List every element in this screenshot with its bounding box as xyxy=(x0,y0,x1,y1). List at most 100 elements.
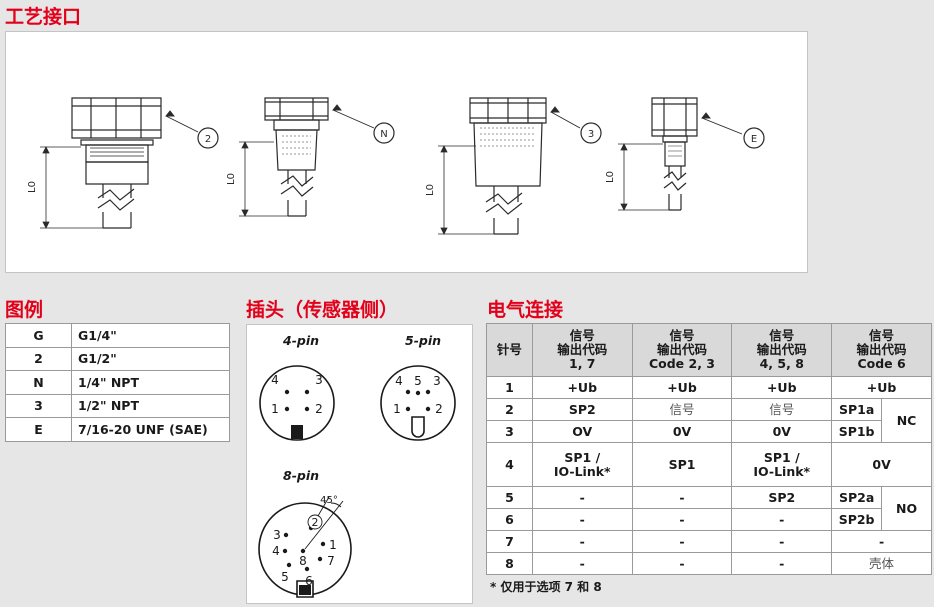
table-row: N 1/4" NPT xyxy=(5,370,230,395)
table-row: 2 G1/2" xyxy=(5,346,230,371)
cell: - xyxy=(631,530,733,553)
plug-heading: 插头（传感器侧） xyxy=(246,299,399,321)
cell: 信号 xyxy=(631,398,733,421)
cell: +Ub xyxy=(531,376,633,399)
cell: - xyxy=(731,508,833,531)
pin4-number: 4 xyxy=(271,373,279,387)
sensor-variant-2 xyxy=(71,97,162,229)
pin8-number: 5 xyxy=(281,570,289,584)
cell: SP2 xyxy=(731,486,833,509)
callout-label-2: 2 xyxy=(205,134,211,145)
callout-circle-3 xyxy=(580,122,602,144)
table-row: G G1/4" xyxy=(5,323,230,348)
cell: - xyxy=(631,552,733,575)
header-line: 信号 xyxy=(669,328,695,343)
header-line: 输出代码 xyxy=(756,342,807,357)
table-row: 6 - - - SP2b xyxy=(486,508,932,531)
sensor-variant-3 xyxy=(469,97,547,235)
cell: 信号 xyxy=(731,398,833,421)
pin4-number: 3 xyxy=(315,373,323,387)
cell: +Ub xyxy=(831,376,932,399)
pin8-number: 4 xyxy=(272,544,280,558)
pinout-drawings: 4 3 1 2 4 5 3 1 2 2 3 8 1 4 7 5 6 45° xyxy=(258,365,456,598)
pin8-number: 1 xyxy=(329,538,337,552)
angle-label: 45° xyxy=(320,495,338,506)
legend-code: N xyxy=(5,370,72,395)
legend-code: 2 xyxy=(5,346,72,371)
pin8-key xyxy=(299,585,311,595)
pin-number: 4 xyxy=(486,442,533,487)
cell: SP1 xyxy=(631,442,733,487)
legend-code: 3 xyxy=(5,393,72,418)
legend-code: G xyxy=(5,323,72,348)
dimension-lines xyxy=(40,141,669,235)
cell-nc: NC xyxy=(881,398,932,443)
legend-table: G G1/4" 2 G1/2" N 1/4" NPT 3 1/2" NPT E … xyxy=(5,323,230,442)
pin4-title: 4-pin xyxy=(283,333,320,348)
pin5-number: 1 xyxy=(393,402,401,416)
legend-thread: 1/4" NPT xyxy=(71,370,230,395)
process-connection-heading: 工艺接口 xyxy=(5,6,82,28)
pin8-title: 8-pin xyxy=(283,468,320,483)
table-row: 1 +Ub +Ub +Ub +Ub xyxy=(486,376,932,399)
cell: +Ub xyxy=(731,376,833,399)
cell: +Ub xyxy=(631,376,733,399)
cell-line: IO-Link* xyxy=(753,463,811,479)
callout-circle-N xyxy=(373,122,395,144)
header-line: 输出代码 xyxy=(856,342,907,357)
table-row: 3 1/2" NPT xyxy=(5,393,230,418)
legend-thread: G1/4" xyxy=(71,323,230,348)
cell: - xyxy=(531,530,633,553)
pin5-number: 3 xyxy=(433,374,441,388)
plug-pinout-panel: 4-pin 5-pin 8-pin xyxy=(246,324,473,604)
callout-circle-2 xyxy=(197,127,219,149)
angle-arc xyxy=(330,502,342,508)
pin4-number: 1 xyxy=(271,402,279,416)
pin-number: 8 xyxy=(486,552,533,575)
callout-label-E: E xyxy=(751,134,757,145)
pin-number: 5 xyxy=(486,486,533,509)
legend-thread: G1/2" xyxy=(71,346,230,371)
pin8-number: 2 xyxy=(312,516,319,529)
cell: - xyxy=(631,508,733,531)
cell-no: NO xyxy=(881,486,932,531)
pin4-connector xyxy=(259,365,335,441)
pin8-number: 6 xyxy=(305,574,313,588)
footnote: * 仅用于选项 7 和 8 xyxy=(490,580,602,594)
dimension-label-3: L0 xyxy=(425,184,436,196)
table-row: 5 - - SP2 SP2a NO xyxy=(486,486,932,531)
header-line: 输出代码 xyxy=(656,342,707,357)
header-line: Code 6 xyxy=(857,356,906,371)
cell: SP1 / IO-Link* xyxy=(531,442,633,487)
sensor-variant-E xyxy=(651,97,698,211)
cell: - xyxy=(531,486,633,509)
pin5-number: 4 xyxy=(395,374,403,388)
callout-circle-E xyxy=(743,127,765,149)
pin5-title: 5-pin xyxy=(405,333,442,348)
pin-number: 6 xyxy=(486,508,533,531)
sensor-variant-N xyxy=(264,97,329,217)
callout-leaders xyxy=(165,104,743,135)
process-connection-drawing: 2 N 3 E L0 L0 L0 L0 xyxy=(5,31,808,273)
pin5-number: 2 xyxy=(435,402,443,416)
cell-line: SP1 / xyxy=(763,449,800,465)
cell: - xyxy=(731,552,833,575)
cell: 0V xyxy=(631,420,733,443)
header-output-code-1-7: 信号 输出代码 1, 7 xyxy=(531,323,633,377)
cell: - xyxy=(631,486,733,509)
pin4-key xyxy=(291,425,303,439)
cell: - xyxy=(531,508,633,531)
pin8-number: 7 xyxy=(327,554,335,568)
header-line: 4, 5, 8 xyxy=(759,356,804,371)
pin8-pin2-marker xyxy=(307,514,323,530)
pin-number: 1 xyxy=(486,376,533,399)
table-header-row: 针号 信号 输出代码 1, 7 信号 输出代码 Code 2, 3 信号 输出代… xyxy=(486,323,932,377)
cell: SP2a xyxy=(831,486,883,509)
header-output-code-2-3: 信号 输出代码 Code 2, 3 xyxy=(631,323,733,377)
table-row: 7 - - - - xyxy=(486,530,932,553)
callout-label-3: 3 xyxy=(588,129,594,140)
legend-thread: 1/2" NPT xyxy=(71,393,230,418)
header-line: 信号 xyxy=(769,328,795,343)
cell: - xyxy=(831,530,932,553)
pin-number: 3 xyxy=(486,420,533,443)
